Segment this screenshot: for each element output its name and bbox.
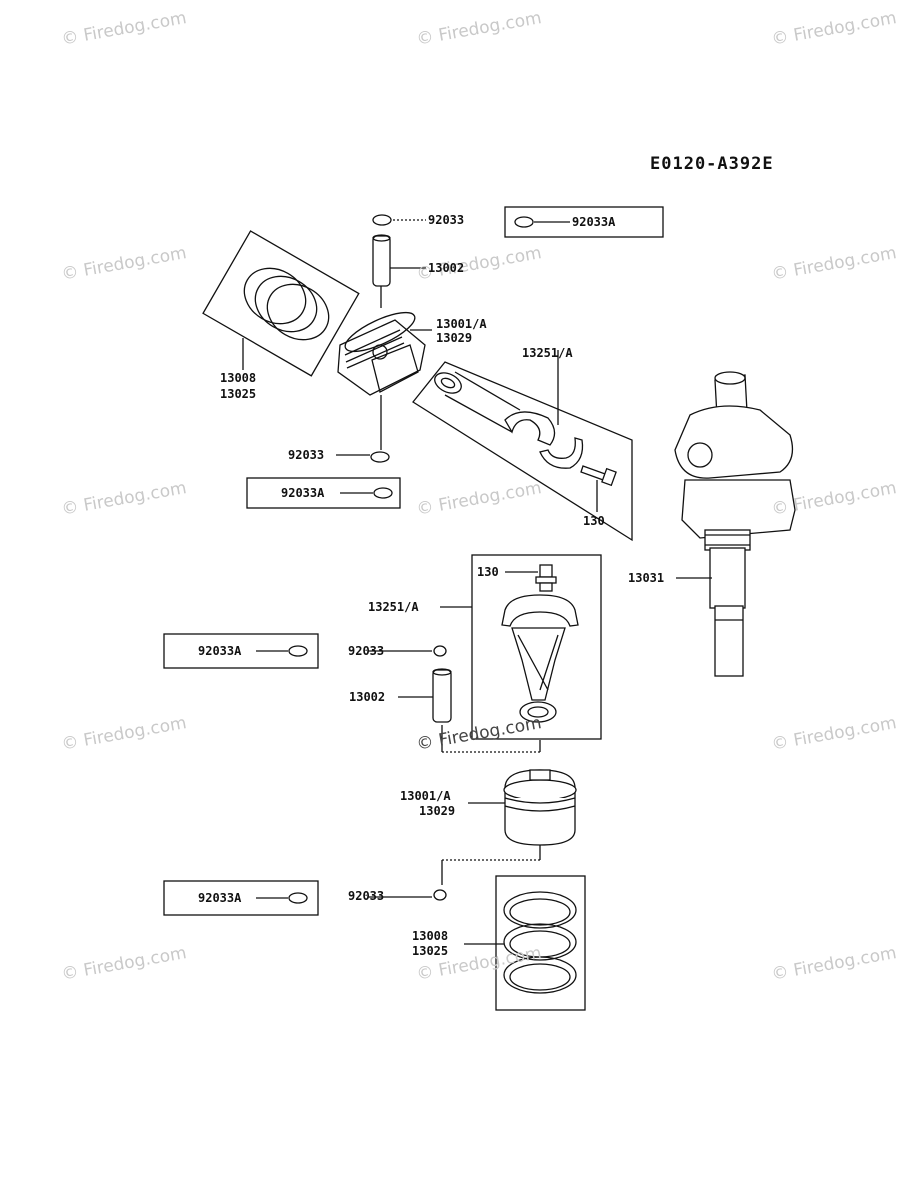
crankshaft-icon: [674, 371, 796, 677]
part-label: 13008: [412, 929, 449, 943]
piston-ring-icon: [243, 267, 330, 341]
part-label: 13251/A: [522, 346, 573, 360]
circlip-icon: [514, 216, 534, 228]
part-label: 13002: [349, 690, 386, 704]
part-label: 92033: [348, 889, 385, 903]
part-label: 13001/A: [436, 317, 487, 331]
diagram-code: E0120-A392E: [650, 154, 774, 174]
circlip-icon: [373, 487, 393, 499]
part-label: 13025: [412, 944, 449, 958]
circlip-icon: [288, 645, 308, 657]
part-label: 92033A: [572, 215, 616, 229]
part-label: 13031: [628, 571, 665, 585]
part-label: 13008: [220, 371, 257, 385]
part-label: 92033A: [281, 486, 325, 500]
circlip-kit-box: [163, 880, 319, 916]
piston-rings-box: [495, 875, 586, 1011]
part-label: 13029: [436, 331, 473, 345]
circlip-kit-box: [246, 477, 401, 509]
piston-ring-icon: [503, 891, 577, 994]
circlip-icon: [433, 889, 447, 901]
bolt-icon: [535, 564, 557, 592]
piston-pin-icon: [432, 668, 452, 723]
piston-icon: [503, 769, 577, 846]
circlip-kit-box: [504, 206, 664, 238]
circlip-icon: [370, 451, 390, 463]
piston-rings-box: [202, 230, 360, 377]
circlip-icon: [288, 892, 308, 904]
circlip-kit-box: [163, 633, 319, 669]
connecting-rod-icon: [501, 594, 579, 723]
circlip-icon: [372, 214, 426, 226]
connecting-rod-icon: [434, 371, 584, 469]
connecting-rod-box: [471, 554, 602, 740]
bolt-icon: [580, 465, 617, 487]
part-label: 130: [477, 565, 499, 579]
part-label: 13251/A: [368, 600, 419, 614]
part-label: 13001/A: [400, 789, 451, 803]
circlip-icon: [433, 645, 447, 657]
part-label: 92033: [428, 213, 465, 227]
part-label: 13002: [428, 261, 465, 275]
part-label: 92033: [288, 448, 325, 462]
part-label: 13025: [220, 387, 257, 401]
connecting-rod-box: [412, 361, 633, 542]
piston-pin-icon: [372, 234, 426, 308]
part-label: 13029: [419, 804, 456, 818]
part-label: 130: [583, 514, 605, 528]
piston-icon: [337, 311, 426, 396]
part-label: 92033A: [198, 644, 242, 658]
part-label: 92033A: [198, 891, 242, 905]
part-label: 92033: [348, 644, 385, 658]
